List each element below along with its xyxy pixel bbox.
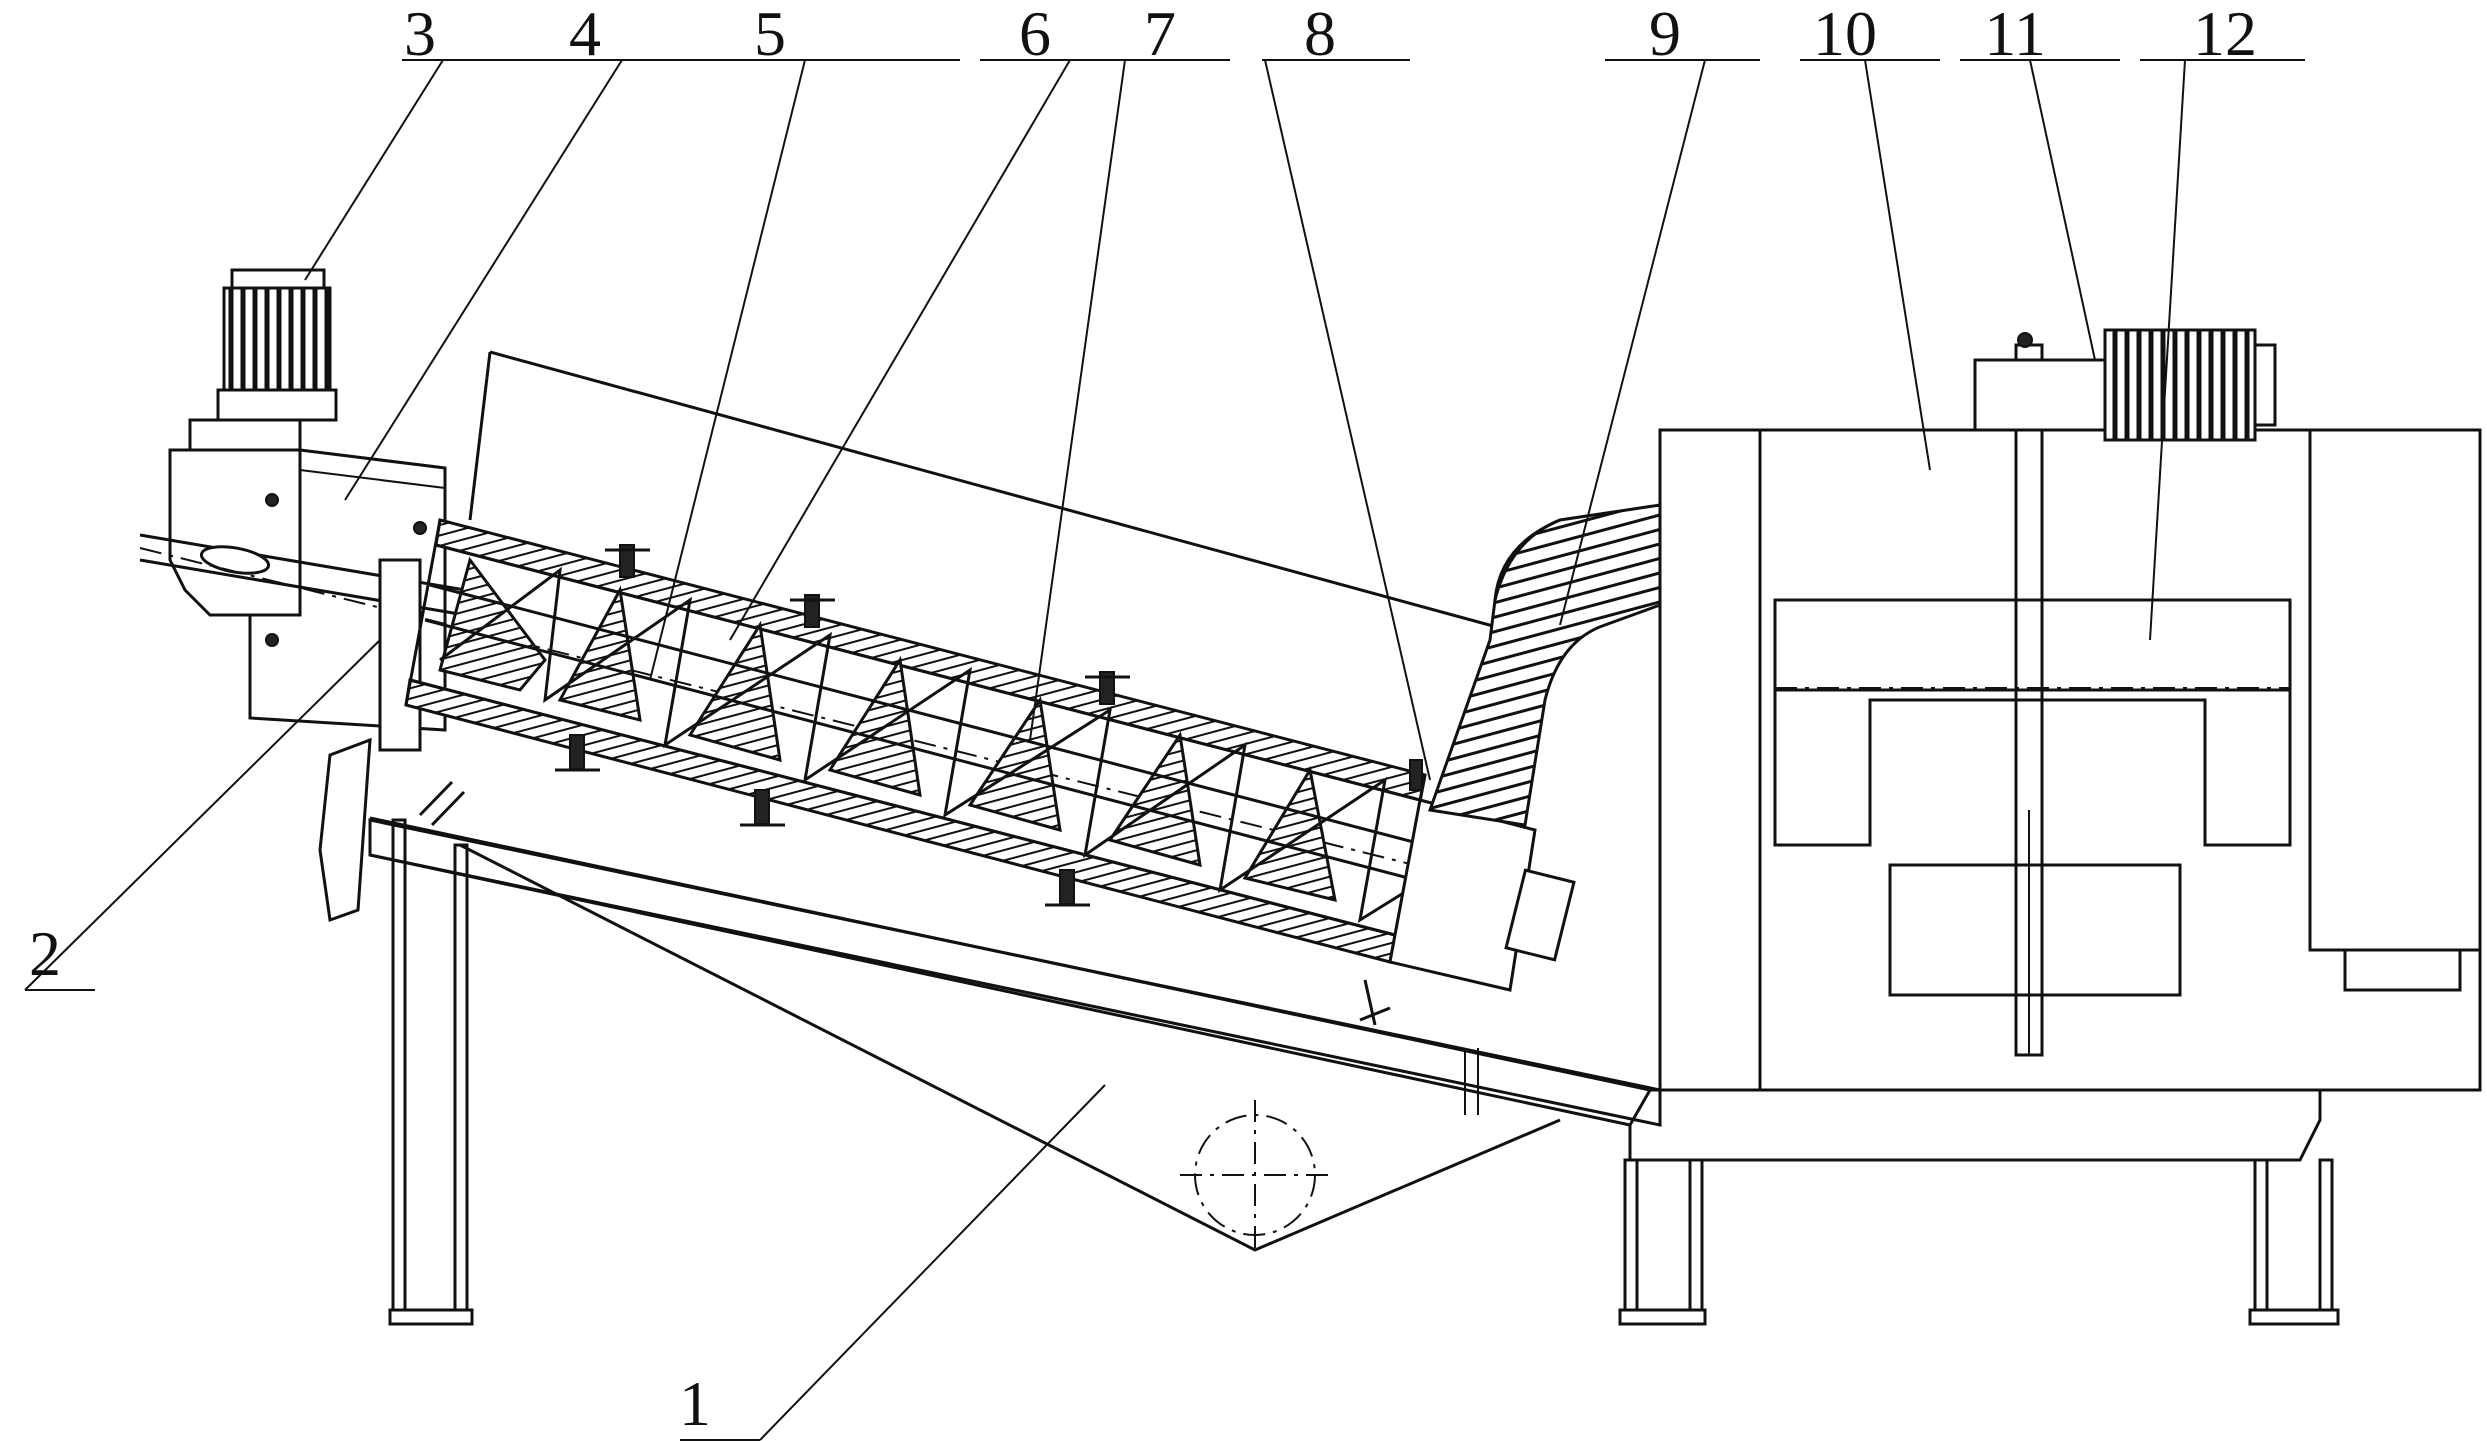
callout-labels: 1 2 3 4 5 6 7 8 9 10 11 12 xyxy=(29,0,2257,1439)
filter-drum xyxy=(404,518,1427,964)
callout-10: 10 xyxy=(1813,0,1877,69)
callout-4: 4 xyxy=(569,0,601,69)
clamp-bolt xyxy=(740,789,785,827)
stand-frame xyxy=(368,780,2340,1326)
clamp-bolt xyxy=(1045,869,1090,907)
dryer-cabinet xyxy=(1658,428,2482,1092)
callout-1: 1 xyxy=(679,1368,711,1439)
outer-housing-outline xyxy=(468,350,1516,634)
cabinet-chamber xyxy=(1773,598,2292,997)
drum-clamps xyxy=(555,544,1423,907)
clamp-bolt xyxy=(555,734,600,772)
clamp-bolt xyxy=(790,594,835,628)
screw-shaft xyxy=(424,583,1541,912)
flight-infill xyxy=(438,556,1337,903)
clamp-bolt xyxy=(1085,671,1130,705)
callout-6: 6 xyxy=(1019,0,1051,69)
leader-lines xyxy=(24,59,2305,1441)
callout-9: 9 xyxy=(1649,0,1681,69)
screw-flight xyxy=(439,566,1506,924)
callout-8: 8 xyxy=(1304,0,1336,69)
callout-12: 12 xyxy=(2193,0,2257,69)
cabinet-motor xyxy=(1973,328,2277,1057)
callout-7: 7 xyxy=(1144,0,1176,69)
callout-5: 5 xyxy=(754,0,786,69)
discharge-outlet xyxy=(1359,798,1576,1026)
callout-3: 3 xyxy=(404,0,436,69)
clamp-bolt xyxy=(1409,759,1423,791)
callout-11: 11 xyxy=(1984,0,2046,69)
flexible-hose xyxy=(1427,503,1662,827)
clamp-bolt xyxy=(605,544,650,578)
drive-motor xyxy=(188,268,338,456)
callout-2: 2 xyxy=(29,918,61,989)
feed-inlet xyxy=(318,558,422,923)
